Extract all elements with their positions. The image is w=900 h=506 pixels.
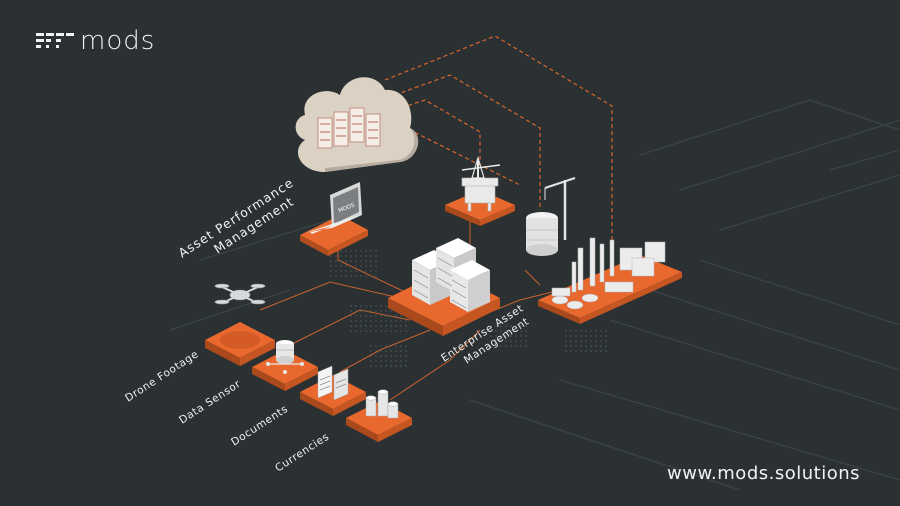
database-icon bbox=[266, 340, 304, 374]
refinery-icon bbox=[551, 237, 666, 310]
apm-label: Asset Performance Management bbox=[175, 175, 296, 261]
documents-node bbox=[300, 365, 366, 416]
refinery-node bbox=[538, 237, 682, 324]
server-stack-icon bbox=[412, 238, 490, 312]
crane-tank-icon bbox=[526, 177, 576, 256]
data-sensor-label: Data Sensor bbox=[177, 378, 243, 427]
central-server-node bbox=[388, 238, 500, 336]
currencies-node bbox=[346, 389, 412, 442]
documents-label: Documents bbox=[229, 403, 290, 449]
website-url: www.mods.solutions bbox=[667, 463, 860, 484]
laptop-icon: MODS bbox=[305, 182, 362, 234]
laptop-node: MODS bbox=[300, 182, 368, 256]
drone-footage-node bbox=[205, 322, 275, 366]
oil-rig-icon bbox=[461, 155, 501, 212]
coins-icon bbox=[365, 389, 399, 419]
document-icon bbox=[317, 365, 349, 401]
drone-footage-label: Drone Footage bbox=[123, 348, 201, 404]
cloud-server-icon bbox=[295, 77, 419, 172]
background-grid bbox=[169, 99, 900, 491]
drone-icon bbox=[214, 283, 266, 305]
currencies-label: Currencies bbox=[273, 431, 331, 475]
brand-logo: mods bbox=[36, 28, 155, 54]
brand-name: mods bbox=[80, 26, 156, 56]
mods-logo-icon bbox=[36, 33, 74, 48]
dot-patches bbox=[330, 250, 610, 367]
oil-rig-node bbox=[445, 155, 515, 226]
data-sensor-node bbox=[252, 340, 318, 391]
